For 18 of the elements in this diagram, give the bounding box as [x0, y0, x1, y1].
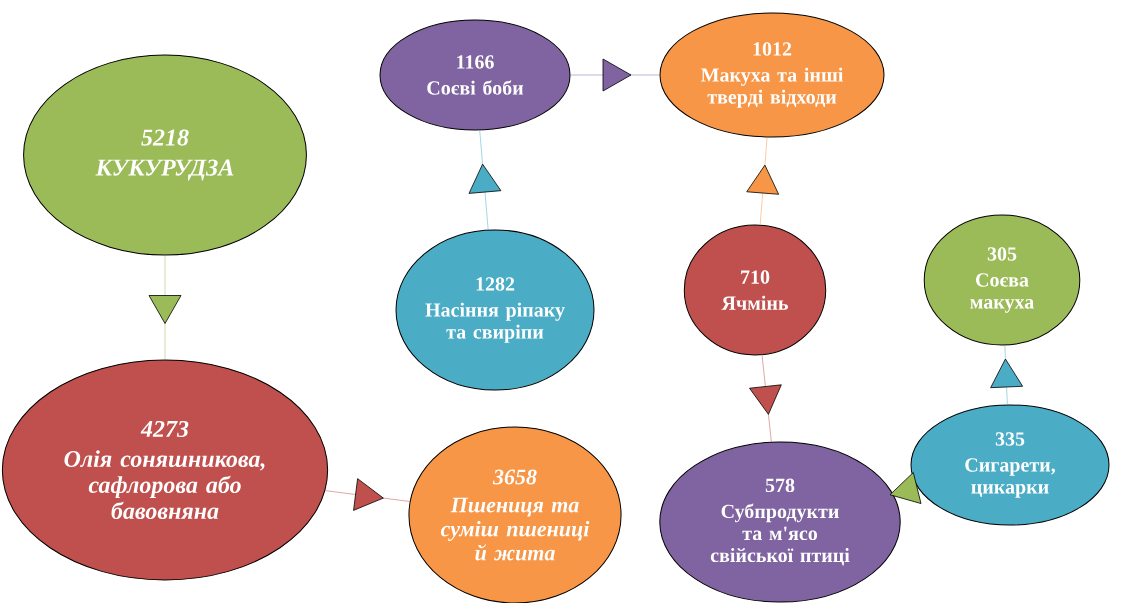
ellipse-node: 578 Субпродукти та м'ясо свійської птиці: [659, 441, 901, 603]
ellipse-node: 710 Ячмінь: [683, 224, 827, 356]
ellipse-node: 4273 Олія соняшникова, сафлорова або бавовняна: [1, 359, 329, 581]
ellipse-node: 5218 КУКУРУДЗА: [23, 54, 307, 256]
ellipse-node: 1282 Насіння ріпаку та свиріпи: [395, 229, 595, 391]
triangle-arrow: [746, 137, 780, 225]
triangle-arrow: [468, 130, 502, 230]
triangle-arrow: [990, 345, 1023, 405]
ellipse-node: 1166 Соєві боби: [379, 19, 571, 131]
ellipse-node: 3658 Пшениця та суміш пшениці й жита: [408, 426, 622, 603]
triangle-arrow: [889, 472, 922, 504]
triangle-arrow: [325, 478, 410, 511]
triangle-arrow: [570, 58, 660, 92]
ellipse-node: 335 Сигарети, цикарки: [910, 404, 1110, 526]
ellipse-node: 305 Соєва макуха: [923, 214, 1081, 346]
ellipse-node: 1012 Макуха та інші тверді відходи: [659, 12, 885, 138]
triangle-arrow: [749, 354, 782, 442]
triangle-arrow: [148, 255, 182, 360]
